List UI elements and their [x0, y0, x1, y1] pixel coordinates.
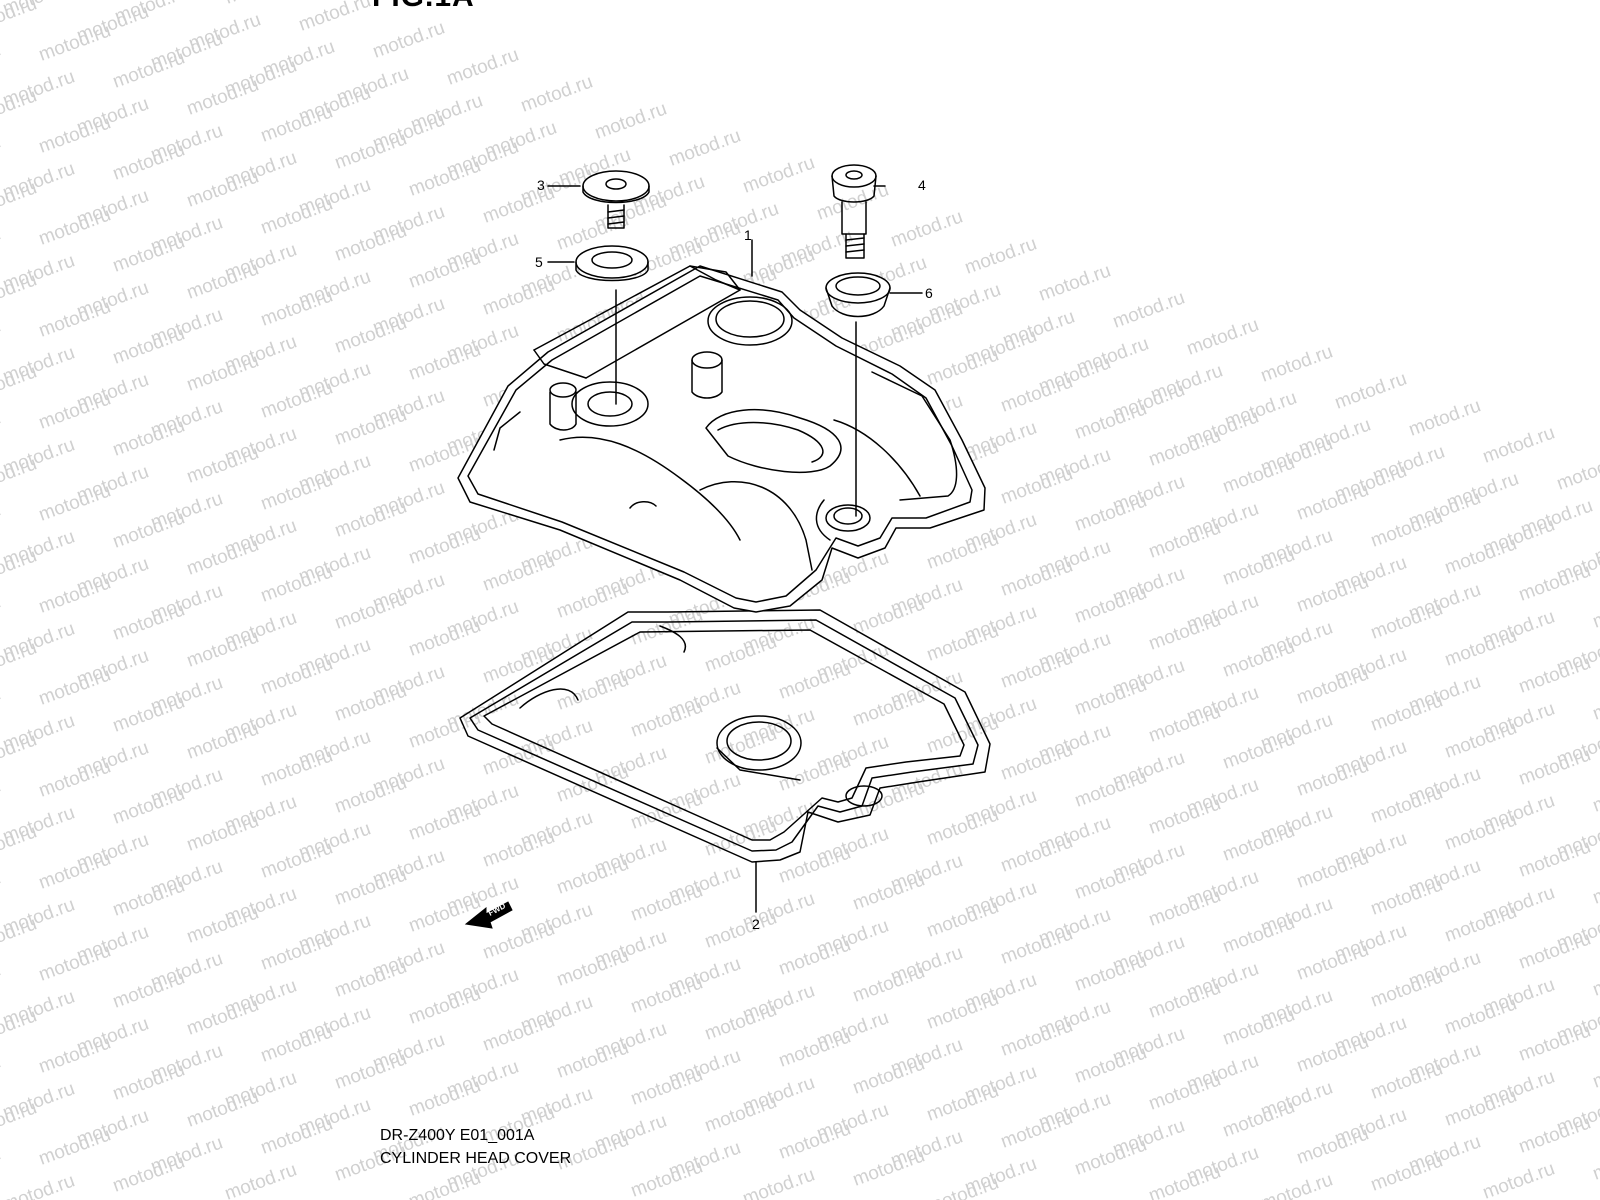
cylinder-head-cover-part — [457, 265, 986, 613]
callout-4: 4 — [918, 177, 926, 193]
callout-5: 5 — [535, 254, 543, 270]
model-code: DR-Z400Y E01_001A — [380, 1127, 535, 1144]
figure-title: FIG.1A — [372, 0, 475, 12]
callout-1: 1 — [744, 227, 752, 243]
bolt-part-3 — [582, 170, 650, 229]
callout-3: 3 — [537, 177, 545, 193]
callout-6: 6 — [925, 285, 933, 301]
leader-lines — [547, 185, 923, 913]
bolt-part-4 — [831, 164, 877, 259]
figure-footer: DR-Z400Y E01_001A CYLINDER HEAD COVER — [380, 1124, 571, 1170]
callout-2: 2 — [752, 916, 760, 932]
washer-part-5 — [575, 245, 649, 282]
grommet-part-6 — [825, 272, 891, 318]
figure-caption: CYLINDER HEAD COVER — [380, 1150, 572, 1167]
gasket-part — [459, 609, 991, 863]
fwd-arrow-icon: FWD — [464, 901, 513, 929]
